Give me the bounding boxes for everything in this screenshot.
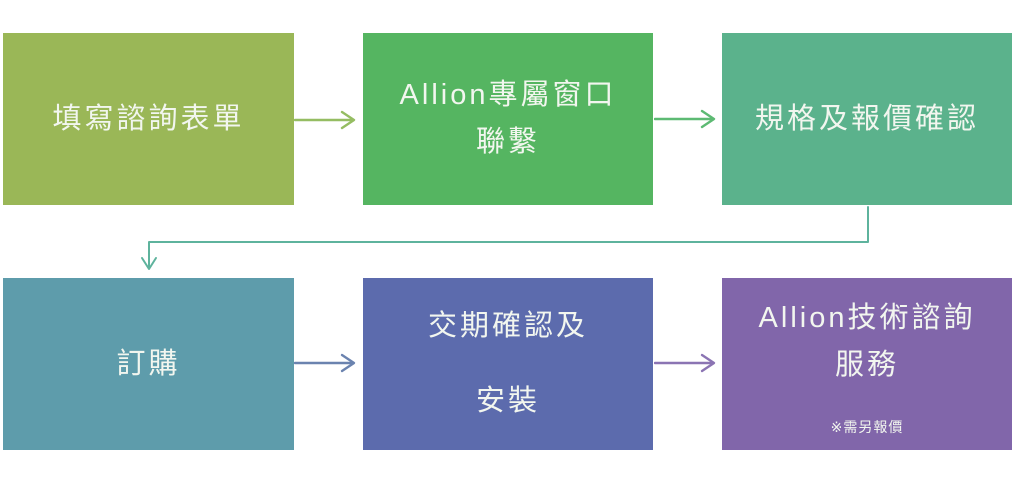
step-label-line: 交期確認及 bbox=[427, 309, 588, 342]
step-label-line: Allion專屬窗口 bbox=[399, 79, 617, 112]
step-label-line: 規格及報價確認 bbox=[754, 102, 979, 135]
step-label-line: Allion技術諮詢 bbox=[758, 302, 976, 335]
step-label-line: 訂購 bbox=[116, 347, 181, 380]
step-box-allion-tech-consulting: Allion技術諮詢 服務 ※需另報價 bbox=[722, 278, 1012, 450]
step-label-line: 安裝 bbox=[475, 385, 540, 417]
step-box-place-order: 訂購 bbox=[3, 278, 294, 450]
step-box-spec-quote-confirmation: 規格及報價確認 bbox=[722, 33, 1012, 205]
step-label-line: 填寫諮詢表單 bbox=[52, 102, 245, 135]
step-box-allion-dedicated-contact: Allion專屬窗口 聯繫 bbox=[363, 33, 653, 205]
step-label: 訂購 bbox=[116, 341, 180, 388]
arrow-right-4-5 bbox=[294, 353, 356, 373]
arrow-right-1-2 bbox=[294, 110, 356, 130]
step-label: Allion技術諮詢 服務 bbox=[759, 295, 976, 389]
step-label: 交期確認及 安裝 bbox=[428, 289, 588, 440]
arrow-right-5-6 bbox=[654, 353, 716, 373]
elbow-connector-3-4 bbox=[141, 206, 869, 270]
step-box-delivery-installation: 交期確認及 安裝 bbox=[363, 278, 653, 450]
step-label-line: 聯繫 bbox=[475, 126, 540, 158]
quote-required-note: ※需另報價 bbox=[830, 419, 904, 436]
step-label: Allion專屬窗口 聯繫 bbox=[400, 72, 617, 166]
step-box-fill-consultation-form: 填寫諮詢表單 bbox=[3, 33, 294, 205]
step-label-line: 服務 bbox=[834, 349, 899, 381]
arrow-right-2-3 bbox=[654, 109, 716, 129]
step-label: 規格及報價確認 bbox=[755, 96, 979, 143]
step-label: 填寫諮詢表單 bbox=[52, 96, 244, 143]
